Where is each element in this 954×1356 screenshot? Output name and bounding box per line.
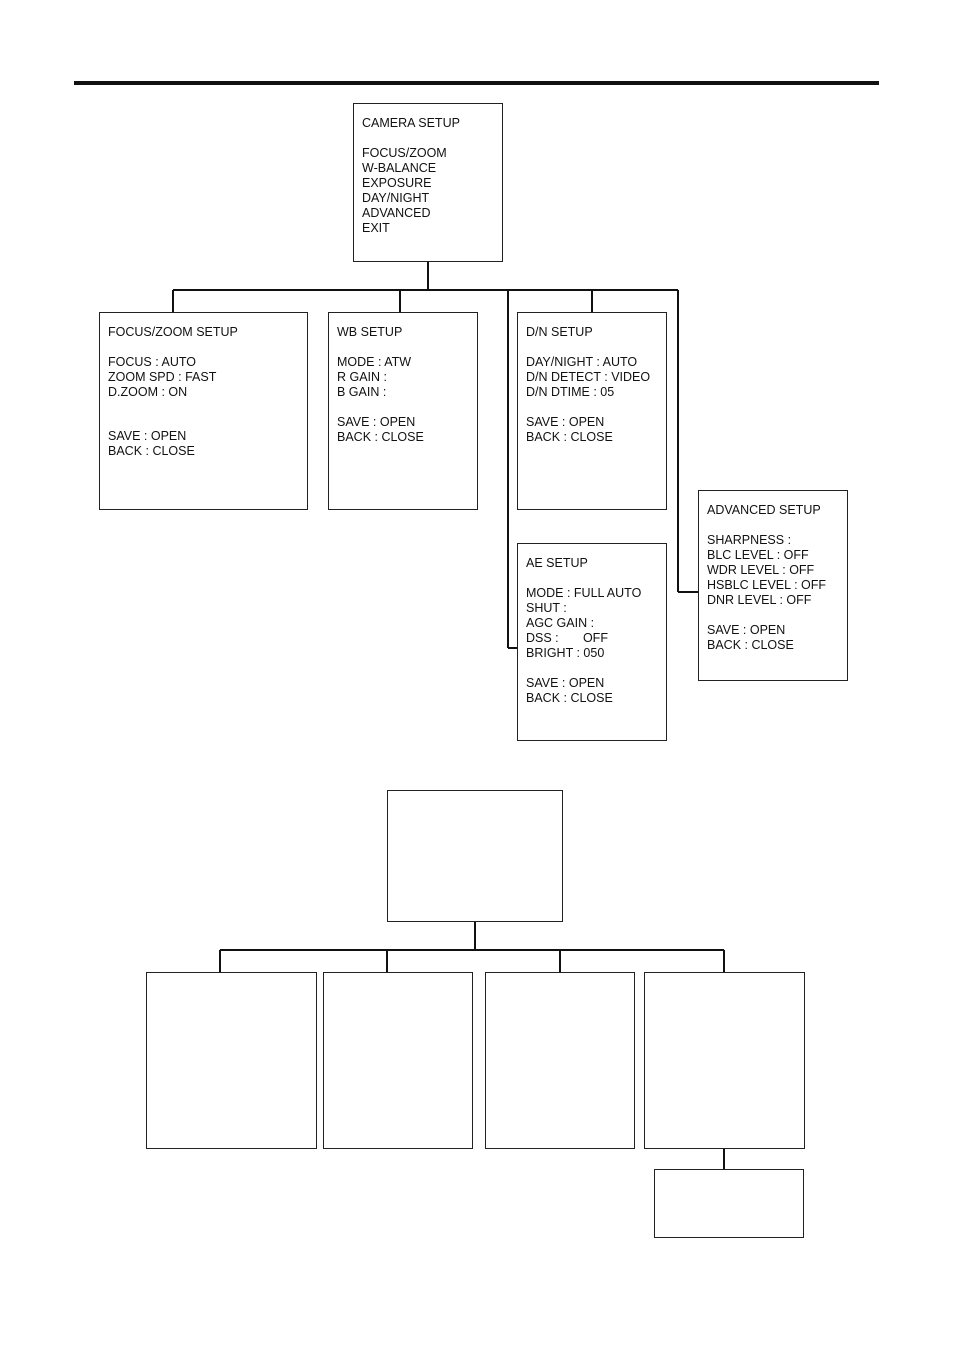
save-option: SAVE : OPEN xyxy=(526,415,605,429)
blank-root-box xyxy=(387,790,563,922)
wb-mode-setting: MODE : ATW xyxy=(337,355,412,369)
focus-zoom-setup-box: FOCUS/ZOOM SETUP FOCUS : AUTO ZOOM SPD :… xyxy=(99,312,308,510)
blank-child-box-1 xyxy=(146,972,317,1149)
menu-item-exposure: EXPOSURE xyxy=(362,176,432,190)
shutter-setting: SHUT : xyxy=(526,601,567,615)
zoom-speed-setting: ZOOM SPD : FAST xyxy=(108,370,217,384)
dn-setup-box: D/N SETUP DAY/NIGHT : AUTO D/N DETECT : … xyxy=(517,312,667,510)
blc-level-setting: BLC LEVEL : OFF xyxy=(707,548,809,562)
menu-item-focus-zoom: FOCUS/ZOOM xyxy=(362,146,447,160)
ae-setup-box: AE SETUP MODE : FULL AUTO SHUT : AGC GAI… xyxy=(517,543,667,741)
b-gain-setting: B GAIN : xyxy=(337,385,387,399)
agc-gain-setting: AGC GAIN : xyxy=(526,616,595,630)
sharpness-setting: SHARPNESS : xyxy=(707,533,792,547)
dn-detect-setting: D/N DETECT : VIDEO xyxy=(526,370,651,384)
dss-setting: DSS : OFF xyxy=(526,631,608,645)
focus-zoom-setup-title: FOCUS/ZOOM SETUP xyxy=(108,325,238,339)
digital-zoom-setting: D.ZOOM : ON xyxy=(108,385,188,399)
advanced-setup-title: ADVANCED SETUP xyxy=(707,503,821,517)
save-option: SAVE : OPEN xyxy=(108,429,187,443)
camera-setup-box: CAMERA SETUP FOCUS/ZOOM W-BALANCE EXPOSU… xyxy=(353,103,503,262)
hsblc-level-setting: HSBLC LEVEL : OFF xyxy=(707,578,827,592)
back-option: BACK : CLOSE xyxy=(108,444,195,458)
ae-setup-title: AE SETUP xyxy=(526,556,588,570)
wb-setup-box: WB SETUP MODE : ATW R GAIN : B GAIN : SA… xyxy=(328,312,478,510)
save-option: SAVE : OPEN xyxy=(526,676,605,690)
menu-item-w-balance: W-BALANCE xyxy=(362,161,437,175)
focus-setting: FOCUS : AUTO xyxy=(108,355,196,369)
back-option: BACK : CLOSE xyxy=(337,430,424,444)
blank-child-box-4 xyxy=(644,972,805,1149)
menu-item-day-night: DAY/NIGHT xyxy=(362,191,430,205)
camera-setup-title: CAMERA SETUP xyxy=(362,116,460,130)
blank-child-box-3 xyxy=(485,972,635,1149)
wdr-level-setting: WDR LEVEL : OFF xyxy=(707,563,815,577)
advanced-setup-box: ADVANCED SETUP SHARPNESS : BLC LEVEL : O… xyxy=(698,490,848,681)
dnr-level-setting: DNR LEVEL : OFF xyxy=(707,593,812,607)
wb-setup-title: WB SETUP xyxy=(337,325,403,339)
bright-setting: BRIGHT : 050 xyxy=(526,646,605,660)
back-option: BACK : CLOSE xyxy=(707,638,794,652)
menu-item-exit: EXIT xyxy=(362,221,390,235)
r-gain-setting: R GAIN : xyxy=(337,370,388,384)
save-option: SAVE : OPEN xyxy=(707,623,786,637)
header-rule xyxy=(74,81,879,85)
blank-child-box-2 xyxy=(323,972,473,1149)
dn-setup-title: D/N SETUP xyxy=(526,325,593,339)
day-night-setting: DAY/NIGHT : AUTO xyxy=(526,355,638,369)
dn-dtime-setting: D/N DTIME : 05 xyxy=(526,385,615,399)
back-option: BACK : CLOSE xyxy=(526,691,613,705)
save-option: SAVE : OPEN xyxy=(337,415,416,429)
back-option: BACK : CLOSE xyxy=(526,430,613,444)
menu-item-advanced: ADVANCED xyxy=(362,206,431,220)
blank-sub-box xyxy=(654,1169,804,1238)
ae-mode-setting: MODE : FULL AUTO xyxy=(526,586,642,600)
